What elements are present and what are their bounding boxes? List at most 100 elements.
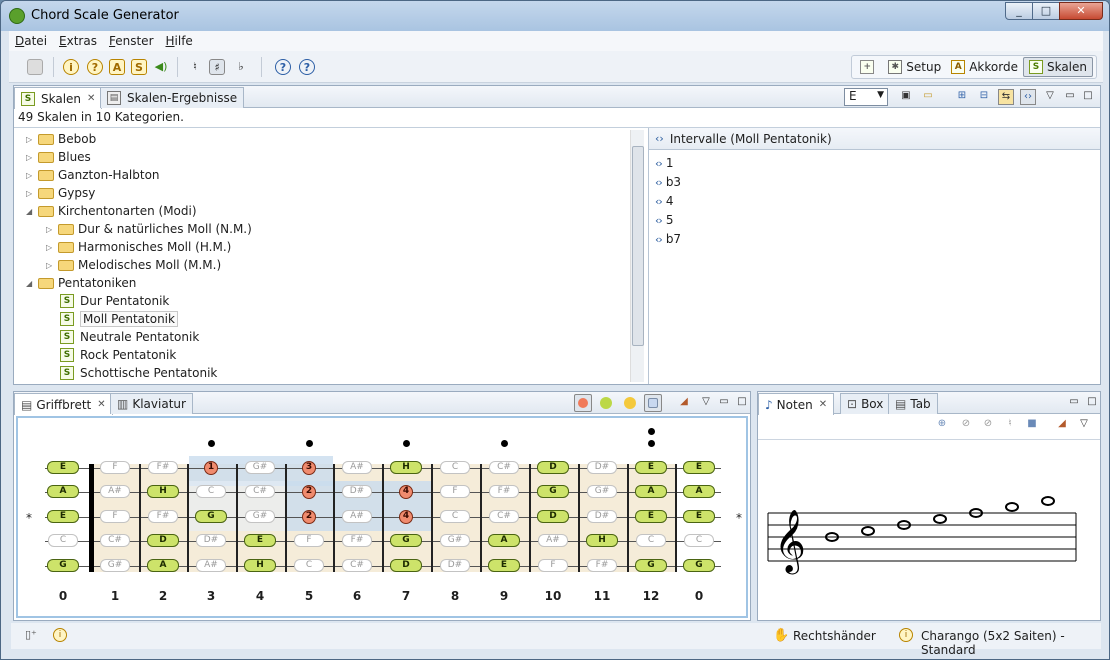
zoom-icon[interactable]: ⊕ [937,418,947,429]
close-button[interactable]: ✕ [1059,2,1103,20]
minimize-view-icon[interactable]: ▭ [719,396,729,407]
menu-datei[interactable]: Datei [15,34,48,48]
tree-folder[interactable]: ▷Blues [26,148,91,166]
color-yellow-toggle[interactable] [624,397,636,409]
tool2-icon[interactable]: ⊘ [983,418,993,429]
tree-folder[interactable]: ▷Bebob [26,130,96,148]
close-tab-icon[interactable]: ✕ [97,399,106,410]
link-icon[interactable]: ⇆ [998,89,1014,105]
tab-box[interactable]: ⊡Box [840,393,891,414]
minimize-view-icon[interactable]: ▭ [1069,396,1079,407]
tree-item-label: Melodisches Moll (M.M.) [78,258,222,272]
scale-icon: S [60,348,74,362]
tab-griffbrett[interactable]: ▤Griffbrett✕ [14,393,113,415]
flat-icon[interactable]: ♭ [238,60,244,73]
minimize-button[interactable]: _ [1005,2,1033,20]
chord-icon[interactable]: A [109,59,125,75]
tool-icon[interactable]: ⊘ [961,418,971,429]
maximize-button[interactable]: □ [1032,2,1060,20]
minimize-view-icon[interactable]: ▭ [1065,90,1075,101]
tree-folder[interactable]: ▷Harmonisches Moll (H.M.) [46,238,231,256]
save-icon[interactable] [27,59,43,75]
expand-arrow-icon[interactable]: ▷ [26,134,33,144]
speaker-icon[interactable]: ◀) [154,60,168,73]
tree-folder[interactable]: ◢Kirchentonarten (Modi) [26,202,197,220]
interval-item[interactable]: ‹›4 [655,192,673,210]
open-perspective-icon[interactable]: + [855,58,883,76]
view-menu-icon[interactable]: ▽ [1080,418,1088,429]
info-icon[interactable]: i [63,59,79,75]
tree-folder[interactable]: ▷Dur & natürliches Moll (N.M.) [46,220,252,238]
tree-folder[interactable]: ▷Gypsy [26,184,95,202]
collapse-arrow-icon[interactable]: ◢ [26,206,33,216]
close-tab-icon[interactable]: ✕ [818,399,828,410]
instrument-label[interactable]: Charango (5x2 Saiten) - Standard [921,629,1065,657]
new-folder-icon[interactable]: ▭ [923,90,933,101]
expand-arrow-icon[interactable]: ▷ [26,170,33,180]
interval-item[interactable]: ‹›b3 [655,173,681,191]
perspective-setup[interactable]: ✱Setup [883,58,946,76]
maximize-view-icon[interactable]: □ [1087,396,1097,407]
view-menu-icon[interactable]: ▽ [1046,90,1054,101]
tool3-icon[interactable]: ♮ [1008,418,1012,429]
stop-icon[interactable]: ■ [1027,418,1037,429]
intervals-icon: ‹› [655,132,664,145]
scale-icon: S [60,294,74,308]
expand-arrow-icon[interactable]: ▷ [46,224,53,234]
color-blue-toggle[interactable] [644,394,662,412]
sharp-icon[interactable]: ♯ [209,59,225,75]
fastview-icon[interactable]: ▯⁺ [25,628,37,641]
info-icon[interactable]: i [53,628,67,642]
tree-item-label: Dur Pentatonik [80,294,170,308]
tab-noten[interactable]: ♪Noten✕ [758,393,835,415]
expand-arrow-icon[interactable]: ▷ [46,242,53,252]
new-scale-icon[interactable]: ▣ [901,90,911,101]
context-help-icon[interactable]: ? [299,59,315,75]
menu-fenster[interactable]: Fenster [108,34,154,48]
close-tab-icon[interactable]: ✕ [87,93,96,104]
collapse-arrow-icon[interactable]: ◢ [26,278,33,288]
eraser-icon[interactable]: ◢ [680,396,688,407]
tree-folder[interactable]: ▷Ganzton-Halbton [26,166,160,184]
tree-scale-item[interactable]: S Dur Pentatonik [60,292,169,310]
help-icon[interactable]: ? [275,59,291,75]
menu-hilfe[interactable]: Hilfe [165,34,193,48]
interval-item[interactable]: ‹›5 [655,211,673,229]
tree-scrollbar[interactable] [630,130,644,382]
intervals-toggle-icon[interactable]: ‹› [1020,89,1036,105]
maximize-view-icon[interactable]: □ [737,396,747,407]
expand-arrow-icon[interactable]: ▷ [26,152,33,162]
maximize-view-icon[interactable]: □ [1083,90,1093,101]
interval-item[interactable]: ‹›1 [655,154,673,172]
sharp-flat-icon[interactable]: ♮ [193,60,197,73]
tree-folder[interactable]: ▷ Melodisches Moll (M.M.) [46,256,221,274]
tab-klaviatur[interactable]: ▥Klaviatur [110,393,193,414]
folder-icon [58,241,74,253]
expand-all-icon[interactable]: ⊞ [957,90,967,101]
color-red-toggle[interactable] [574,394,592,412]
key-select[interactable]: E▼ [844,88,888,106]
interval-icon: ‹› [655,175,663,189]
eraser-icon[interactable]: ◢ [1058,418,1066,429]
scale-icon[interactable]: S [131,59,147,75]
tree-folder[interactable]: ◢Pentatoniken [26,274,136,292]
tab-tab[interactable]: ▤Tab [888,393,938,414]
handedness-label[interactable]: Rechtshänder [793,629,876,643]
fretboard-area [16,416,748,618]
expand-arrow-icon[interactable]: ▷ [46,260,53,270]
view-menu-icon[interactable]: ▽ [702,396,710,407]
color-green-toggle[interactable] [600,397,612,409]
expand-arrow-icon[interactable]: ▷ [26,188,33,198]
interval-item[interactable]: ‹›b7 [655,230,681,248]
chord-info-icon[interactable]: ? [87,59,103,75]
collapse-all-icon[interactable]: ⊟ [979,90,989,101]
tab-skalen-ergebnisse[interactable]: ▤Skalen-Ergebnisse [100,87,245,108]
menu-extras[interactable]: Extras [59,34,97,48]
